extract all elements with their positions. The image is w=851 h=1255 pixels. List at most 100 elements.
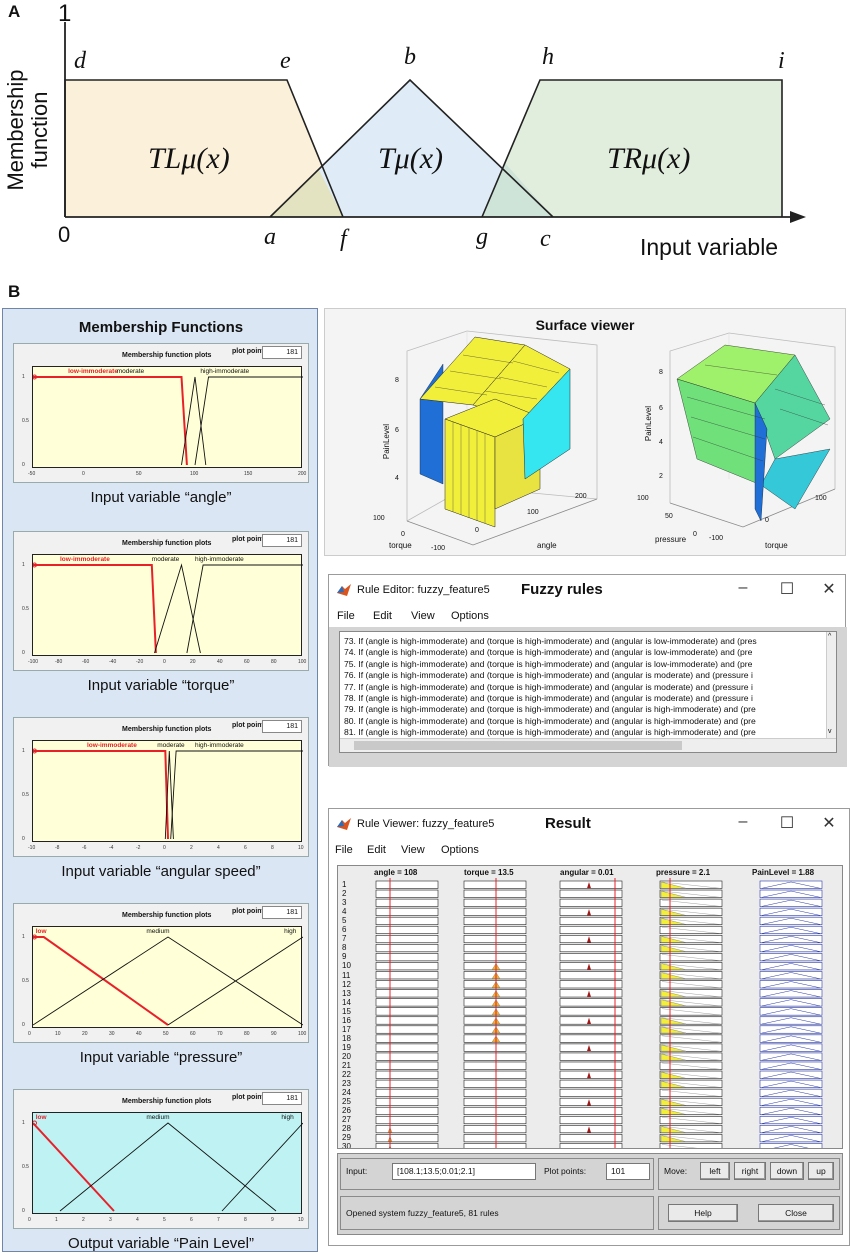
maximize-icon[interactable]: ☐ [779, 815, 795, 832]
rule-cell[interactable] [559, 953, 623, 962]
rule-cell[interactable] [759, 925, 823, 934]
rule-cell[interactable] [463, 1088, 527, 1097]
rule-cell[interactable] [375, 1106, 439, 1115]
mf-curve-0[interactable] [33, 376, 188, 466]
mf-curve-1[interactable] [164, 750, 174, 840]
rule-cell[interactable] [659, 1097, 723, 1106]
rule-cell[interactable] [375, 907, 439, 916]
mf-curve-2[interactable] [194, 376, 303, 466]
rule-cell[interactable] [559, 1043, 623, 1052]
rule-cell[interactable] [659, 989, 723, 998]
rule-cell[interactable] [463, 907, 527, 916]
rule-cell[interactable] [659, 980, 723, 989]
rule-cell[interactable] [375, 1061, 439, 1070]
rule-cell[interactable] [659, 971, 723, 980]
rule-cell[interactable] [759, 1016, 823, 1025]
rule-cell[interactable] [463, 944, 527, 953]
rule-line[interactable]: 80. If (angle is high-immoderate) and (t… [344, 715, 756, 726]
mf-curve-0[interactable] [32, 1122, 115, 1212]
rule-cell[interactable] [375, 1097, 439, 1106]
rule-cell[interactable] [375, 980, 439, 989]
rule-line[interactable]: 77. If (angle is high-immoderate) and (t… [344, 681, 753, 692]
rule-cell[interactable] [559, 1106, 623, 1115]
rule-cell[interactable] [375, 1043, 439, 1052]
rule-cell[interactable] [463, 1125, 527, 1134]
rule-cell[interactable] [759, 1134, 823, 1143]
rule-cell[interactable] [659, 898, 723, 907]
rule-cell[interactable] [463, 935, 527, 944]
rule-cell[interactable] [659, 1143, 723, 1149]
move-down-button[interactable]: down [770, 1162, 804, 1180]
rule-cell[interactable] [759, 898, 823, 907]
scroll-down-icon[interactable]: v [828, 728, 832, 735]
rule-cell[interactable] [759, 1088, 823, 1097]
rule-cell[interactable] [659, 1025, 723, 1034]
rule-cell[interactable] [463, 916, 527, 925]
rule-cell[interactable] [559, 1097, 623, 1106]
menu-file[interactable]: File [335, 844, 353, 856]
rule-cell[interactable] [375, 953, 439, 962]
help-button[interactable]: Help [668, 1204, 738, 1222]
rule-cell[interactable] [659, 1061, 723, 1070]
rule-cell[interactable] [659, 1079, 723, 1088]
rule-cell[interactable] [759, 1125, 823, 1134]
rule-line[interactable]: 76. If (angle is high-immoderate) and (t… [344, 670, 753, 681]
rule-cell[interactable] [659, 1016, 723, 1025]
rule-cell[interactable] [559, 1079, 623, 1088]
plot-points-field[interactable]: 101 [606, 1163, 650, 1180]
rule-cell[interactable] [559, 916, 623, 925]
rules-horizontal-scrollbar[interactable] [340, 738, 836, 752]
rule-cell[interactable] [659, 935, 723, 944]
scroll-up-icon[interactable]: ^ [828, 633, 832, 640]
mf-curve-0[interactable] [33, 564, 157, 654]
menu-edit[interactable]: Edit [367, 844, 386, 856]
mf-curve-0[interactable] [33, 750, 169, 840]
plot-points-field[interactable]: 181 [262, 346, 302, 359]
rule-cell[interactable] [559, 1007, 623, 1016]
menu-file[interactable]: File [337, 610, 355, 622]
rule-cell[interactable] [375, 925, 439, 934]
rule-cell[interactable] [375, 971, 439, 980]
minimize-icon[interactable]: – [738, 813, 748, 830]
rule-cell[interactable] [559, 1016, 623, 1025]
rule-cell[interactable] [559, 935, 623, 944]
rule-line[interactable]: 78. If (angle is high-immoderate) and (t… [344, 693, 753, 703]
rule-cell[interactable] [375, 1143, 439, 1149]
rule-cell[interactable] [559, 880, 623, 889]
plot-points-field[interactable]: 181 [262, 534, 302, 547]
close-icon[interactable]: ✕ [822, 581, 836, 598]
rule-cell[interactable] [463, 1043, 527, 1052]
rule-cell[interactable] [375, 1052, 439, 1061]
rule-cell[interactable] [759, 1061, 823, 1070]
rule-cell[interactable] [559, 1070, 623, 1079]
rule-cell[interactable] [759, 953, 823, 962]
rule-cell[interactable] [375, 962, 439, 971]
rule-cell[interactable] [463, 1116, 527, 1125]
rule-cell[interactable] [463, 1143, 527, 1149]
rule-cell[interactable] [375, 1116, 439, 1125]
rule-cell[interactable] [375, 944, 439, 953]
rule-cell[interactable] [659, 962, 723, 971]
rule-cell[interactable] [375, 1125, 439, 1134]
rule-cell[interactable] [375, 1088, 439, 1097]
rule-cell[interactable] [659, 1125, 723, 1134]
rule-cell[interactable] [759, 1025, 823, 1034]
menu-edit[interactable]: Edit [373, 610, 392, 622]
rule-cell[interactable] [659, 1088, 723, 1097]
mf-curve-2[interactable] [167, 936, 304, 1026]
rule-cell[interactable] [463, 1079, 527, 1088]
rule-cell[interactable] [375, 989, 439, 998]
rule-cell[interactable] [759, 998, 823, 1007]
rule-cell[interactable] [559, 1034, 623, 1043]
rule-cell[interactable] [559, 925, 623, 934]
plot-points-field[interactable]: 181 [262, 1092, 302, 1105]
rule-cell[interactable] [559, 1061, 623, 1070]
rule-cell[interactable] [759, 1143, 823, 1149]
rule-cell[interactable] [463, 925, 527, 934]
rule-line[interactable]: 79. If (angle is high-immoderate) and (t… [344, 704, 756, 715]
rule-cell[interactable] [559, 898, 623, 907]
rule-cell[interactable] [559, 962, 623, 971]
rule-cell[interactable] [375, 880, 439, 889]
rule-line[interactable]: 75. If (angle is high-immoderate) and (t… [344, 658, 753, 669]
rule-cell[interactable] [759, 935, 823, 944]
